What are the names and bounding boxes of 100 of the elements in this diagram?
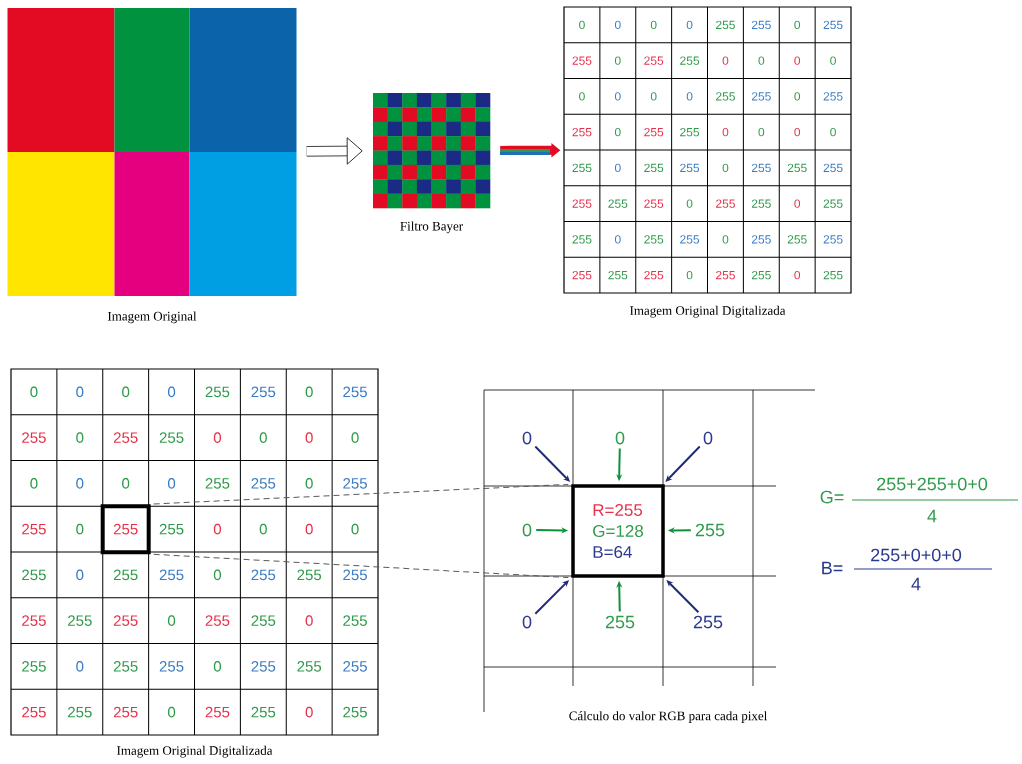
cell-value: 255 (251, 615, 276, 626)
cell-value: 255 (113, 661, 138, 672)
cell-value: 255 (205, 386, 230, 398)
cell-value: 0 (76, 432, 84, 443)
cell-value: 0 (794, 20, 801, 30)
cell-value: 255 (343, 478, 367, 489)
cell-value: 0 (122, 386, 130, 398)
cell-value: 255 (572, 163, 592, 173)
cell-value: 0 (830, 56, 836, 65)
cell-value: 0 (614, 20, 621, 30)
cell-value: 255 (608, 270, 628, 280)
pixel-value: 0 (522, 523, 532, 537)
node-label: Imagem Original Digitalizada (630, 305, 786, 318)
cell-value: 0 (614, 56, 621, 65)
cell-value: 0 (650, 92, 657, 101)
cell-value: 0 (259, 523, 267, 535)
cell-value: 0 (213, 523, 221, 535)
formula-numerator: 255+255+0+0 (877, 477, 988, 491)
cell-value: 0 (579, 92, 585, 101)
cell-value: 0 (758, 56, 765, 65)
cell-value: 0 (30, 478, 38, 489)
cell-value: 255 (343, 706, 367, 718)
cell-value: 255 (297, 661, 322, 672)
node-label: Imagem Original Digitalizada (117, 745, 273, 758)
pixel-value: 0 (615, 431, 625, 445)
cell-value: 0 (722, 127, 729, 137)
cell-value: 0 (614, 235, 621, 244)
cell-value: 255 (751, 92, 771, 101)
cell-value: 0 (686, 92, 693, 101)
cell-value: 255 (22, 615, 46, 626)
cell-value: 255 (113, 569, 138, 581)
cell-value: 0 (213, 432, 221, 443)
cell-value: 255 (751, 20, 771, 30)
cell-value: 255 (823, 92, 843, 101)
cell-value: 255 (113, 523, 138, 535)
dashed-line (153, 553, 569, 579)
cell-value: 0 (794, 56, 801, 65)
cell-value: 255 (644, 270, 664, 280)
cell-value: 0 (794, 270, 801, 280)
cell-value: 255 (787, 163, 807, 173)
cell-value: 255 (572, 270, 592, 280)
pixel-box: R=255 G=128 B=64 (571, 484, 665, 578)
cell-value: 0 (305, 386, 313, 398)
cell-value: 0 (76, 478, 84, 489)
cell-value: 255 (205, 478, 230, 489)
cell-value: 255 (22, 569, 46, 581)
cell-value: 255 (751, 235, 771, 244)
cell-value: 0 (76, 386, 84, 398)
bayer-filter-drawing (373, 93, 491, 209)
cell-value: 0 (259, 432, 267, 443)
cell-value: 0 (305, 706, 313, 718)
cell-value: 255 (823, 163, 843, 173)
cell-value: 0 (722, 163, 729, 173)
cell-value: 255 (608, 199, 628, 208)
cell-value: 255 (787, 235, 807, 244)
cell-value: 0 (30, 386, 38, 398)
cell-value: 0 (758, 127, 765, 137)
cell-value: 255 (159, 569, 184, 581)
pixel-value: 0 (703, 431, 713, 445)
cell-value: 0 (722, 56, 729, 65)
cell-value: 0 (650, 20, 657, 30)
cell-value: 0 (168, 386, 176, 398)
cell-value: 0 (305, 523, 313, 535)
cell-value: 0 (76, 661, 84, 672)
cell-value: 255 (205, 706, 230, 718)
cell-value: 0 (794, 92, 801, 101)
cell-value: 255 (68, 615, 92, 626)
cell-value: 255 (716, 20, 735, 30)
cell-value: 255 (205, 615, 230, 626)
cell-value: 0 (686, 270, 693, 280)
cell-value: 255 (113, 615, 138, 626)
cell-value: 255 (680, 235, 700, 244)
cell-value: 255 (572, 199, 592, 208)
cell-value: 255 (251, 706, 276, 718)
formula-numerator: 255+0+0+0 (871, 548, 962, 562)
cell-value: 0 (305, 478, 313, 489)
cell-value: 0 (830, 127, 836, 137)
formula-denominator: 4 (927, 509, 937, 523)
cell-value: 0 (686, 199, 693, 208)
cell-value: 0 (614, 163, 621, 173)
cell-value: 0 (794, 199, 801, 208)
dashed-line (153, 483, 569, 505)
cell-value: 255 (823, 235, 843, 244)
pixel-grid (563, 6, 852, 294)
cell-value: 0 (305, 615, 313, 626)
cell-value: 255 (113, 706, 138, 718)
cell-value: 255 (644, 163, 664, 173)
cell-value: 255 (680, 56, 700, 65)
cell-value: 0 (579, 20, 585, 30)
cell-value: 255 (751, 199, 771, 208)
formula-label: G= (820, 490, 844, 504)
cell-value: 255 (823, 270, 843, 280)
pixel-value: 0 (522, 615, 532, 629)
cell-value: 255 (22, 523, 46, 535)
highlight-box (100, 504, 151, 555)
pixel-value: 255 (605, 615, 635, 629)
formula-denominator: 4 (911, 577, 921, 591)
formula-label: B= (822, 561, 843, 575)
cell-value: 255 (644, 56, 664, 65)
cell-value: 255 (297, 569, 322, 581)
